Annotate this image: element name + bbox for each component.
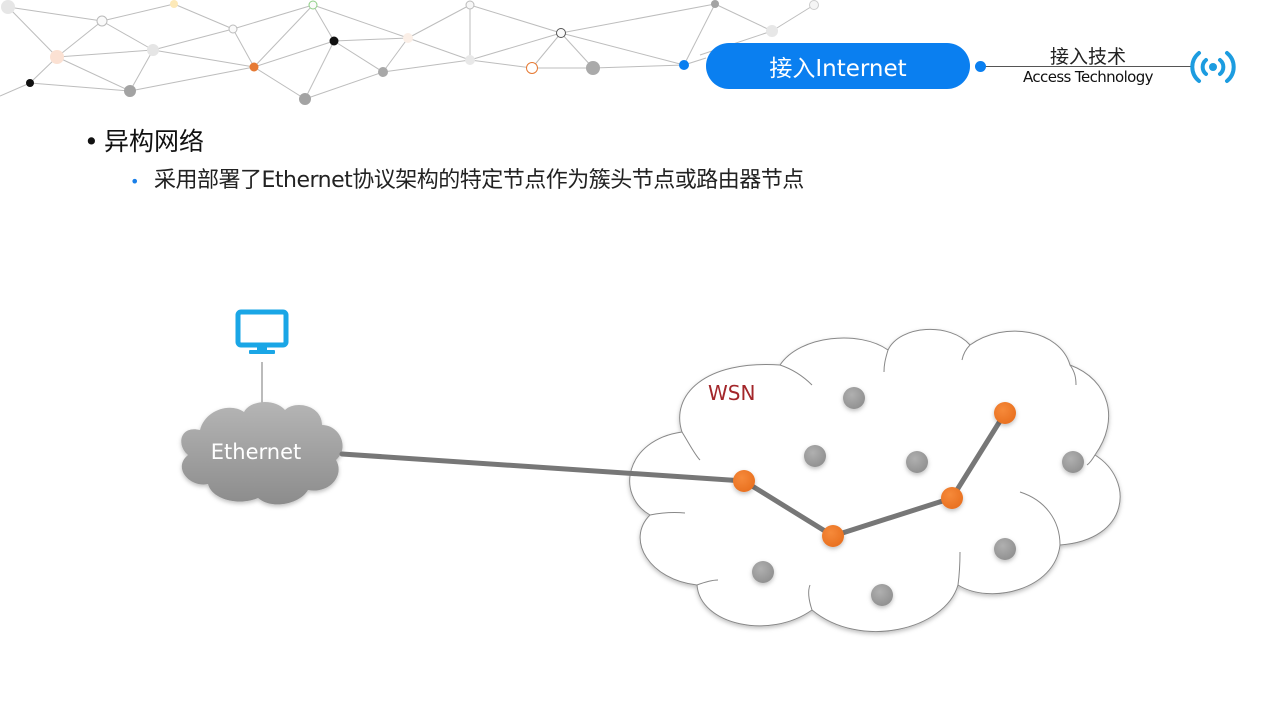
bullet-level2-text: 采用部署了Ethernet协议架构的特定节点作为簇头节点或路由器节点 xyxy=(154,168,804,193)
header-divider-dot xyxy=(975,61,986,72)
monitor-icon xyxy=(235,309,289,354)
sensor-node xyxy=(994,538,1016,560)
header-network-decoration xyxy=(0,0,819,105)
internet-access-pill: 接入Internet xyxy=(706,43,970,89)
sensor-node xyxy=(752,561,774,583)
header-divider-line xyxy=(982,66,1194,67)
bullet-level1: •异构网络 xyxy=(84,122,204,158)
sensor-node xyxy=(843,387,865,409)
sensor-node xyxy=(871,584,893,606)
section-subtitle: Access Technology xyxy=(1023,68,1154,86)
cluster-head-node xyxy=(733,470,755,492)
sensor-node xyxy=(906,451,928,473)
router-node xyxy=(994,402,1016,424)
wireless-broadcast-icon xyxy=(1190,51,1236,83)
wsn-routing-path xyxy=(741,410,1008,539)
ethernet-to-cluster-head-link xyxy=(339,451,747,484)
router-node xyxy=(941,487,963,509)
bullet-dot-blue: • xyxy=(130,171,139,191)
ethernet-cloud-label: Ethernet xyxy=(211,440,301,464)
wsn-cloud-label: WSN xyxy=(708,381,755,405)
router-node xyxy=(822,525,844,547)
sensor-node xyxy=(1062,451,1084,473)
bullet-dot: • xyxy=(84,127,99,156)
section-title: 接入技术 xyxy=(1049,46,1126,68)
bullet-level2: • 采用部署了Ethernet协议架构的特定节点作为簇头节点或路由器节点 xyxy=(130,162,804,194)
bullet-level1-text: 异构网络 xyxy=(104,127,205,156)
ethernet-cloud xyxy=(181,401,343,505)
sensor-node xyxy=(804,445,826,467)
